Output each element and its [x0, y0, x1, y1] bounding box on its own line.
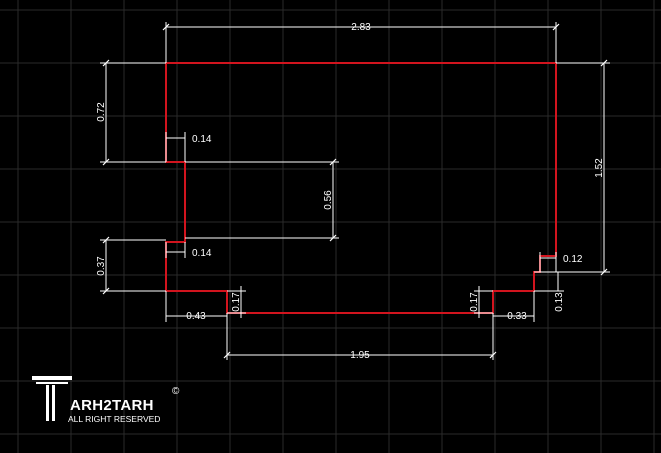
column-pillar-icon	[32, 376, 72, 421]
dimension-ticks	[102, 23, 608, 359]
logo: ARH2TARH ALL RIGHT RESERVED ©	[30, 372, 200, 432]
dimension-lines	[100, 22, 610, 360]
dim-notch-bottom-width: 0.14	[192, 248, 212, 259]
dim-bottom-right-step: 0.17	[469, 292, 480, 312]
dim-left-lower: 0.37	[96, 256, 107, 276]
dim-bottom-right-width: 0.33	[507, 311, 527, 322]
dim-bottom-span: 1.95	[350, 350, 370, 361]
logo-subtitle: ALL RIGHT RESERVED	[68, 414, 161, 424]
dim-right-step-width: 0.12	[563, 254, 583, 265]
dim-notch-height: 0.56	[323, 190, 334, 210]
dim-notch-top-width: 0.14	[192, 134, 212, 145]
dim-right-height: 1.52	[594, 158, 605, 178]
copyright-mark: ©	[172, 386, 180, 397]
dim-bottom-left-width: 0.43	[186, 311, 206, 322]
dim-top-width: 2.83	[351, 22, 371, 33]
logo-brand: ARH2TARH	[70, 397, 154, 414]
dim-right-step-height: 0.13	[554, 292, 565, 312]
dim-bottom-left-step: 0.17	[231, 292, 242, 312]
dim-left-upper: 0.72	[96, 102, 107, 122]
